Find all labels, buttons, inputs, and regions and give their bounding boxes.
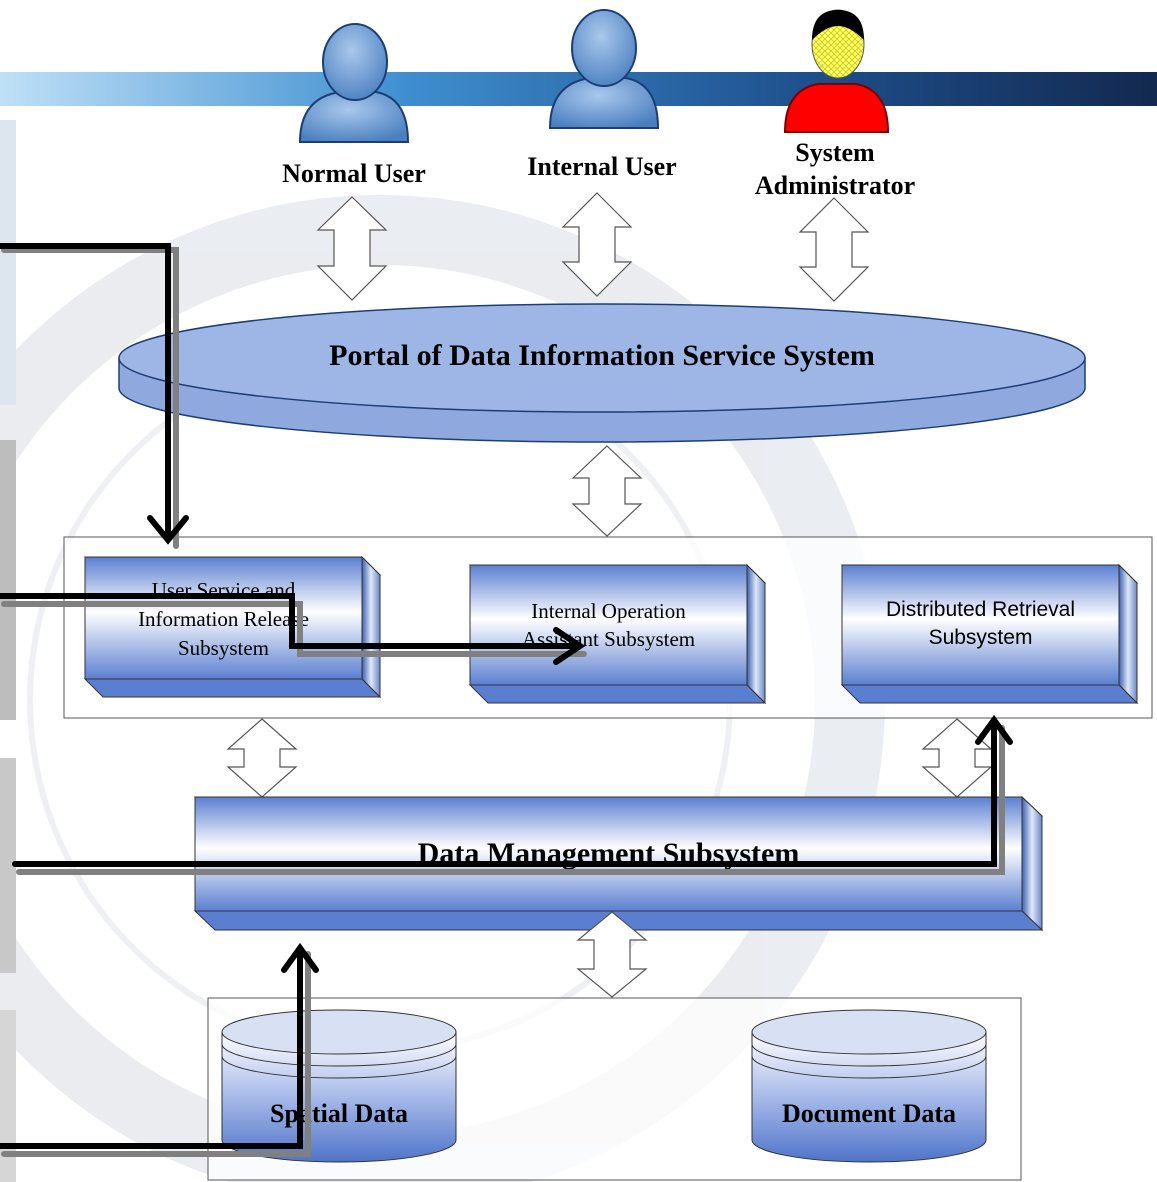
- distributed-retrieval-label-line: Subsystem: [928, 625, 1033, 649]
- document-data-cylinder: [751, 1009, 987, 1163]
- internal-op-label-line: Assistant Subsystem: [521, 627, 696, 652]
- internal-op-label: Internal Operation Assistant Subsystem: [470, 597, 747, 654]
- internal-op-label-line: Internal Operation: [531, 599, 686, 623]
- system-admin-label: System Administrator: [730, 137, 940, 202]
- internal-user-label: Internal User: [527, 152, 677, 181]
- user-service-label: User Service and Information Release Sub…: [85, 576, 362, 663]
- distributed-retrieval-box: [840, 563, 1139, 705]
- user-service-label-line: Information Release: [138, 606, 309, 631]
- normal-user-icon: [298, 23, 410, 143]
- spatial-data-label: Spatial Data: [270, 1099, 408, 1128]
- system-admin-icon: [783, 9, 890, 133]
- system-admin-label-line: System: [795, 138, 875, 167]
- spatial-data-cylinder: [221, 1009, 457, 1163]
- user-service-label-line: User Service and: [151, 578, 296, 602]
- side-bar: [0, 120, 16, 405]
- normal-user-label: Normal User: [282, 159, 426, 188]
- side-bar: [0, 440, 16, 720]
- double-arrow-icon: [226, 718, 298, 798]
- data-management-label: Data Management Subsystem: [417, 837, 800, 870]
- side-bar: [0, 758, 16, 973]
- distributed-retrieval-label-line: Distributed Retrieval: [885, 598, 1076, 621]
- side-bar: [0, 1010, 16, 1182]
- portal-disk: [118, 303, 1086, 443]
- double-arrow-icon: [561, 192, 633, 297]
- double-arrow-icon: [571, 445, 643, 537]
- double-arrow-icon: [921, 718, 993, 798]
- double-arrow-icon: [798, 197, 870, 302]
- distributed-retrieval-label: Distributed Retrieval Subsystem: [842, 596, 1119, 652]
- user-service-label-line: Subsystem: [177, 635, 269, 660]
- internal-user-icon: [548, 9, 660, 129]
- document-data-label: Document Data: [781, 1099, 957, 1128]
- double-arrow-icon: [576, 911, 648, 998]
- double-arrow-icon: [316, 196, 388, 301]
- system-admin-label-line: Administrator: [754, 170, 916, 200]
- portal-label: Portal of Data Information Service Syste…: [329, 339, 875, 372]
